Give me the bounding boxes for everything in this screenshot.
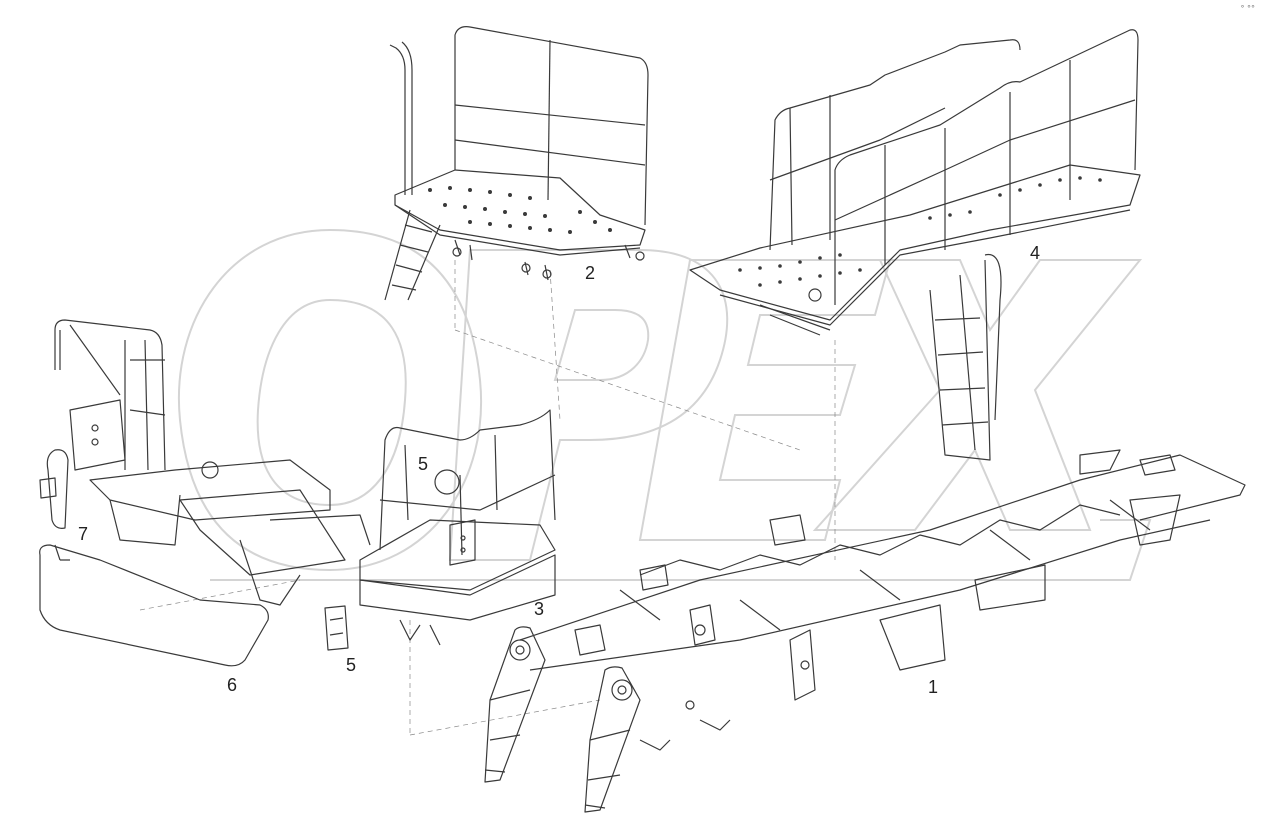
watermark-letter-e	[638, 259, 892, 541]
callout-lamp: 7	[78, 524, 89, 544]
side-platform-with-ladder	[689, 29, 1141, 461]
callout-front-platform: 3	[534, 599, 545, 619]
upper-platform-rail	[454, 26, 649, 226]
frame-front-arm-right	[584, 666, 641, 813]
upper-platform	[384, 26, 649, 301]
side-platform-deck	[689, 164, 1141, 321]
side-platform-ladder	[929, 259, 991, 461]
side-platform-holes	[738, 176, 1102, 287]
marker-light-5	[324, 605, 349, 651]
left-rail	[54, 319, 166, 471]
callout-side-platform: 4	[1030, 243, 1041, 263]
callout-frame: 1	[928, 677, 939, 697]
upper-platform-ladder	[384, 209, 441, 301]
frame-front-arm-left	[484, 626, 546, 783]
frame-side-bracket	[879, 604, 946, 671]
left-platform-assembly	[39, 319, 371, 667]
watermark-letter-o	[177, 228, 483, 572]
callout-light-b: 5	[346, 655, 357, 675]
upper-platform-holes	[428, 186, 612, 234]
lamp-7	[46, 449, 69, 529]
callout-bumper: 6	[227, 675, 238, 695]
watermark-diagonal	[210, 519, 1152, 581]
side-platform-rail-back	[769, 39, 1021, 251]
front-platform-rail	[379, 409, 556, 551]
frame-long-beam-top	[519, 454, 1246, 641]
upper-platform-handrail	[389, 44, 406, 195]
main-frame	[484, 449, 1246, 813]
part-lines	[39, 26, 1246, 813]
watermark-letter-x	[812, 259, 1143, 531]
frame-long-beam-right	[529, 519, 1211, 671]
bumper-6	[39, 544, 269, 667]
watermark-letter-p	[448, 249, 729, 561]
side-platform-rail-front	[834, 29, 1139, 305]
watermark-opex	[177, 228, 1152, 581]
front-platform	[324, 409, 556, 651]
corner-mark: ° °°	[1240, 4, 1255, 13]
callout-light-a: 5	[418, 454, 429, 474]
front-platform-plate	[449, 519, 476, 566]
alignment-lines	[139, 260, 836, 736]
upper-platform-deck	[394, 169, 646, 251]
callout-upper-platform: 2	[585, 263, 596, 283]
